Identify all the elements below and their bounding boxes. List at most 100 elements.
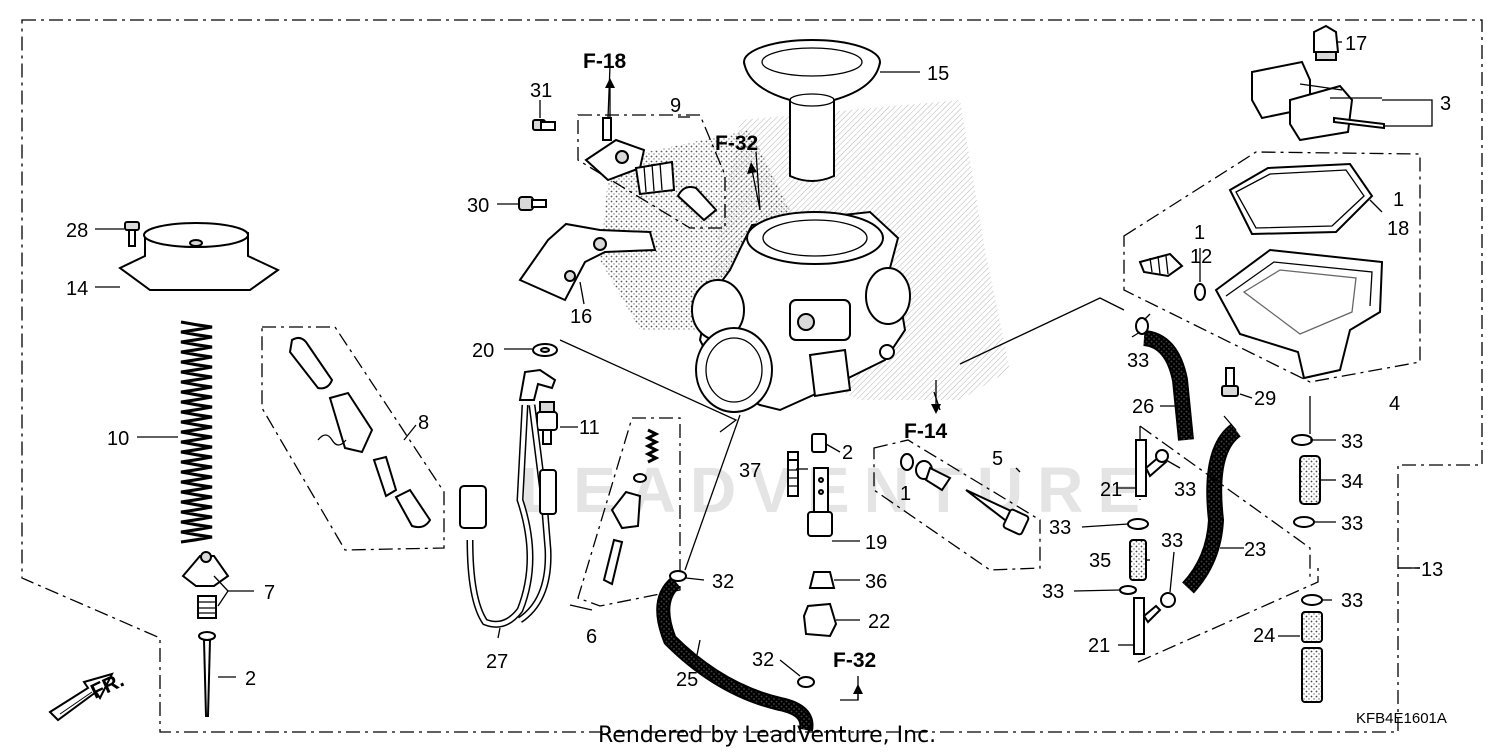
callout-18: 18 bbox=[1387, 218, 1409, 240]
clip-17-icon bbox=[1313, 24, 1340, 61]
callout-28: 28 bbox=[66, 220, 88, 242]
callout-15: 15 bbox=[927, 63, 949, 85]
callout-8: 8 bbox=[418, 412, 429, 434]
callout-23: 23 bbox=[1244, 539, 1266, 561]
callout-34: 34 bbox=[1341, 471, 1363, 493]
air-screw-5-icon bbox=[900, 453, 1030, 536]
washer-20-icon bbox=[532, 343, 558, 357]
callout-21: 21 bbox=[1100, 479, 1122, 501]
front-direction-icon bbox=[48, 672, 114, 722]
callout-20: 20 bbox=[472, 340, 494, 362]
callout-30: 30 bbox=[467, 195, 489, 217]
callout-2: 2 bbox=[245, 668, 256, 690]
screw-31-icon bbox=[532, 119, 556, 131]
front-direction-label: FR. bbox=[87, 669, 127, 704]
callout-2: 2 bbox=[842, 442, 853, 464]
callout-29: 29 bbox=[1254, 388, 1276, 410]
top-cover-14-icon bbox=[118, 222, 280, 291]
tube-35-icon bbox=[1129, 539, 1147, 581]
callout-33: 33 bbox=[1174, 479, 1196, 501]
callout-35: 35 bbox=[1089, 550, 1111, 572]
callout-3: 3 bbox=[1440, 93, 1451, 115]
callout-33: 33 bbox=[1049, 517, 1071, 539]
callout-17: 17 bbox=[1345, 33, 1367, 55]
callout-11: 11 bbox=[579, 417, 600, 439]
fitting-21-icon bbox=[1133, 597, 1162, 655]
callout-22: 22 bbox=[868, 611, 890, 633]
callout-9: 9 bbox=[670, 95, 681, 117]
gasket-18-icon bbox=[1228, 162, 1374, 236]
group-outline-6 bbox=[577, 417, 681, 607]
callout-1: 1 bbox=[1194, 222, 1205, 244]
funnel-15-icon bbox=[743, 39, 881, 182]
group-outline-21b bbox=[1137, 566, 1319, 663]
sensor-11-icon bbox=[536, 401, 558, 445]
o-ring-12-icon bbox=[1194, 283, 1206, 301]
callout-31: 31 bbox=[530, 80, 552, 102]
screw-28-icon bbox=[124, 221, 140, 247]
carburetor-body-icon bbox=[691, 210, 911, 413]
chamber-cover-9-icon bbox=[584, 117, 718, 222]
callout-7: 7 bbox=[264, 582, 275, 604]
callout-12: 12 bbox=[1190, 246, 1212, 268]
starter-valve-6-icon bbox=[602, 428, 660, 586]
tube-24-icon bbox=[1301, 611, 1323, 703]
drain-screw-1-icon bbox=[1138, 252, 1184, 278]
reference-f14: F-14 bbox=[904, 420, 948, 443]
tube-25-icon bbox=[656, 576, 814, 732]
callout-33: 33 bbox=[1341, 590, 1363, 612]
callout-32: 32 bbox=[752, 649, 774, 671]
clip-33-icon bbox=[1119, 585, 1137, 595]
tube-34-icon bbox=[1299, 455, 1321, 505]
callout-24: 24 bbox=[1253, 625, 1275, 647]
clip-32-icon bbox=[797, 676, 815, 688]
clip-33-icon bbox=[1127, 518, 1149, 530]
bolt-30-icon bbox=[518, 196, 547, 211]
callout-10: 10 bbox=[107, 428, 129, 450]
group-outline-8 bbox=[261, 326, 445, 551]
float-chamber-4-icon bbox=[1214, 248, 1384, 380]
leader-lines bbox=[95, 41, 1433, 701]
wire-harness-27-icon bbox=[459, 368, 557, 628]
group-outline-4 bbox=[1123, 151, 1421, 383]
callout-32: 32 bbox=[712, 571, 734, 593]
bracket-16-icon bbox=[518, 222, 657, 302]
reference-arrows bbox=[605, 78, 941, 700]
group-outline-5 bbox=[873, 439, 1041, 571]
callout-1: 1 bbox=[1393, 189, 1404, 211]
callout-6: 6 bbox=[586, 626, 597, 648]
valve-8-icon bbox=[288, 336, 432, 529]
clip-33-icon bbox=[1301, 594, 1323, 606]
callout-33: 33 bbox=[1341, 513, 1363, 535]
clip-32-icon bbox=[669, 570, 687, 582]
callout-14: 14 bbox=[66, 278, 88, 300]
callout-37: 37 bbox=[739, 460, 761, 482]
callout-33: 33 bbox=[1341, 431, 1363, 453]
clip-33-icon bbox=[1160, 592, 1176, 608]
clip-33-icon bbox=[1135, 317, 1149, 335]
callout-4: 4 bbox=[1389, 393, 1400, 415]
needle-jet-19-icon bbox=[807, 467, 833, 537]
main-jet-2-icon bbox=[811, 433, 827, 453]
callout-36: 36 bbox=[865, 571, 887, 593]
tube-23-icon bbox=[1181, 423, 1242, 594]
diagram-code: KFB4E1601A bbox=[1356, 710, 1447, 727]
callout-33: 33 bbox=[1127, 350, 1149, 372]
reference-f32: F-32 bbox=[715, 132, 758, 155]
needle-jet-holder-36-icon bbox=[808, 571, 836, 589]
screw-29-icon bbox=[1221, 367, 1239, 397]
clip-33-icon bbox=[1291, 434, 1313, 446]
clip-33-icon bbox=[1155, 449, 1169, 463]
callout-16: 16 bbox=[570, 306, 592, 328]
reference-f18: F-18 bbox=[583, 50, 627, 73]
pilot-jet-37-icon bbox=[787, 451, 799, 497]
reference-f32: F-32 bbox=[833, 649, 876, 672]
callout-1: 1 bbox=[900, 483, 911, 505]
spring-10-icon bbox=[180, 320, 213, 544]
clip-33-icon bbox=[1293, 516, 1315, 528]
float-3-icon bbox=[1251, 60, 1385, 142]
callout-26: 26 bbox=[1132, 396, 1154, 418]
float-pin-clip-22-icon bbox=[802, 602, 838, 638]
